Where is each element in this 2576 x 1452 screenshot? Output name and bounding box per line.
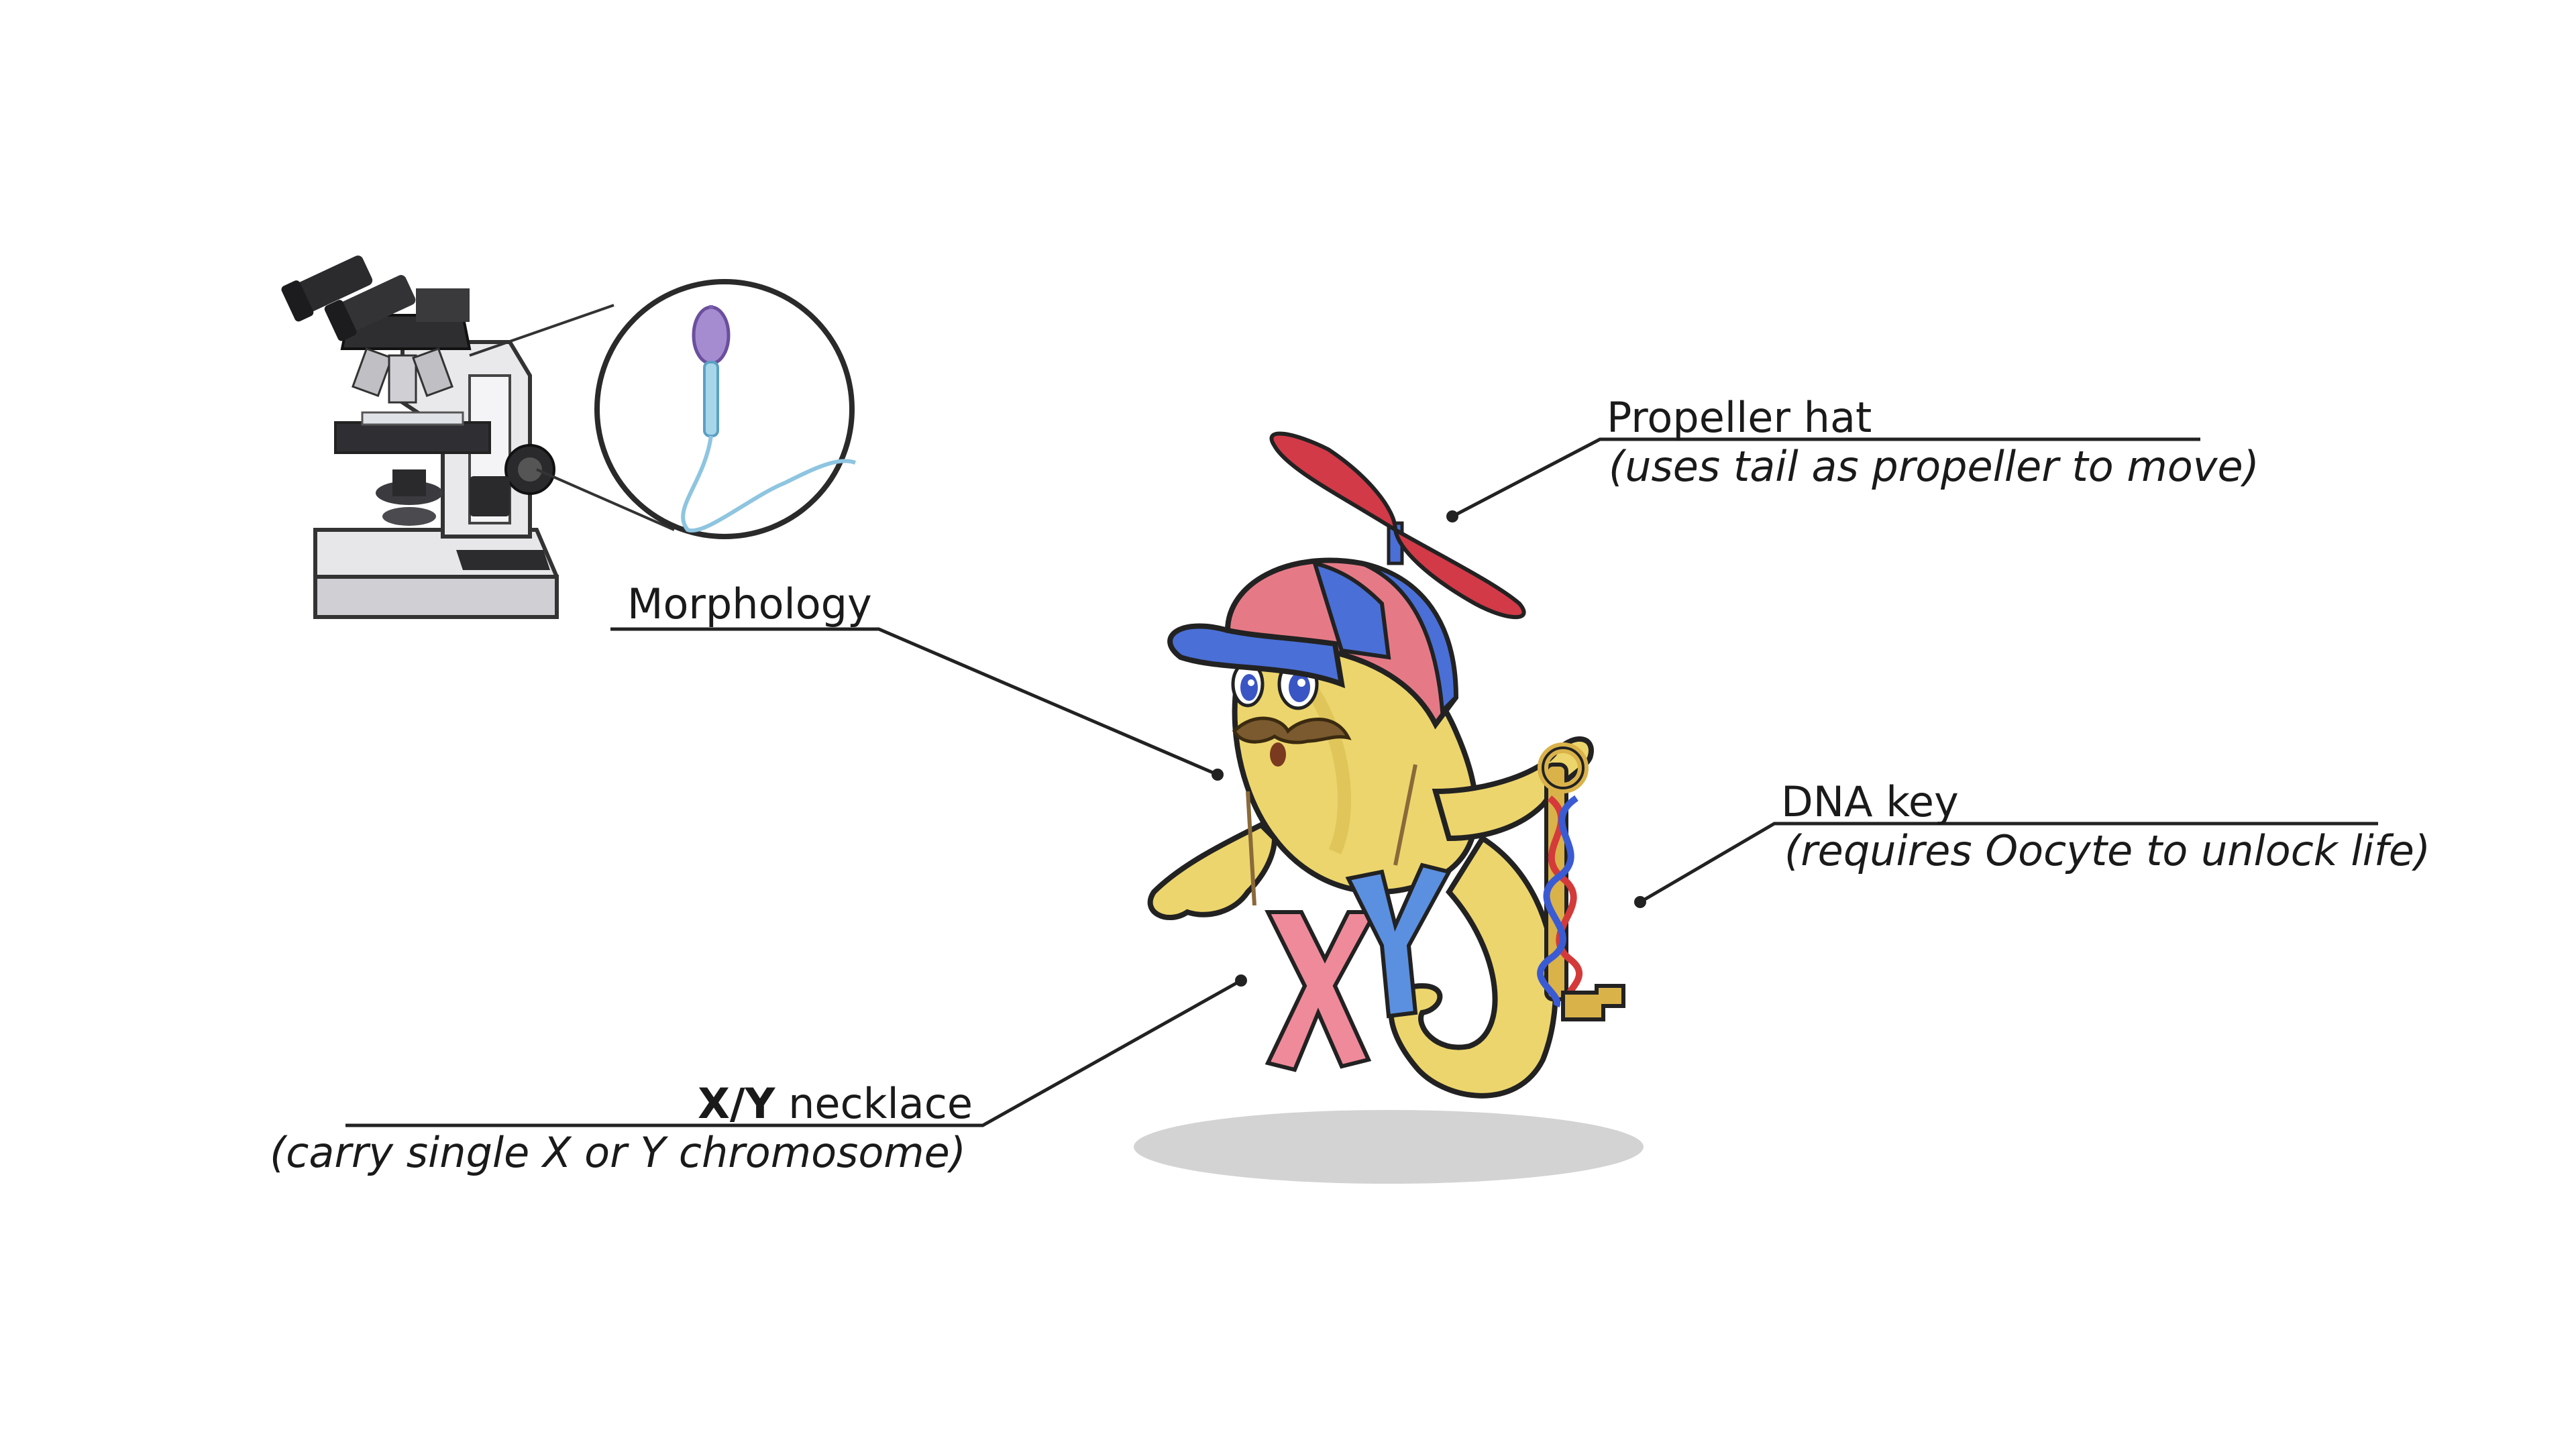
dna-key-subtitle: (requires Oocyte to unlock life) — [1784, 826, 2431, 875]
zoom-lines — [469, 304, 675, 531]
propeller-hat-subtitle: (uses tail as propeller to move) — [1609, 442, 2259, 491]
necklace-title-rest: necklace — [775, 1079, 973, 1128]
x-chromosome-letter — [1265, 910, 1379, 1072]
y-chromosome-letter — [1345, 862, 1452, 1019]
sperm-cartoon — [1147, 431, 1625, 1099]
ground-shadow — [1134, 1110, 1644, 1184]
dna-key-title: DNA key — [1781, 777, 1959, 826]
propeller-hat — [1167, 431, 1526, 730]
sperm-cell-icon — [681, 305, 857, 533]
necklace-title-bold: X/Y — [698, 1079, 775, 1128]
necklace-subtitle: (carry single X or Y chromosome) — [270, 1128, 966, 1177]
microscope-icon — [281, 256, 559, 619]
necklace-title: X/Y necklace — [698, 1083, 973, 1125]
morphology-label: Morphology — [627, 579, 872, 628]
propeller-hat-title: Propeller hat — [1607, 393, 1872, 442]
dna-key — [1537, 742, 1625, 1021]
magnifier-circle — [594, 279, 857, 539]
leader-lines — [345, 437, 2378, 1127]
